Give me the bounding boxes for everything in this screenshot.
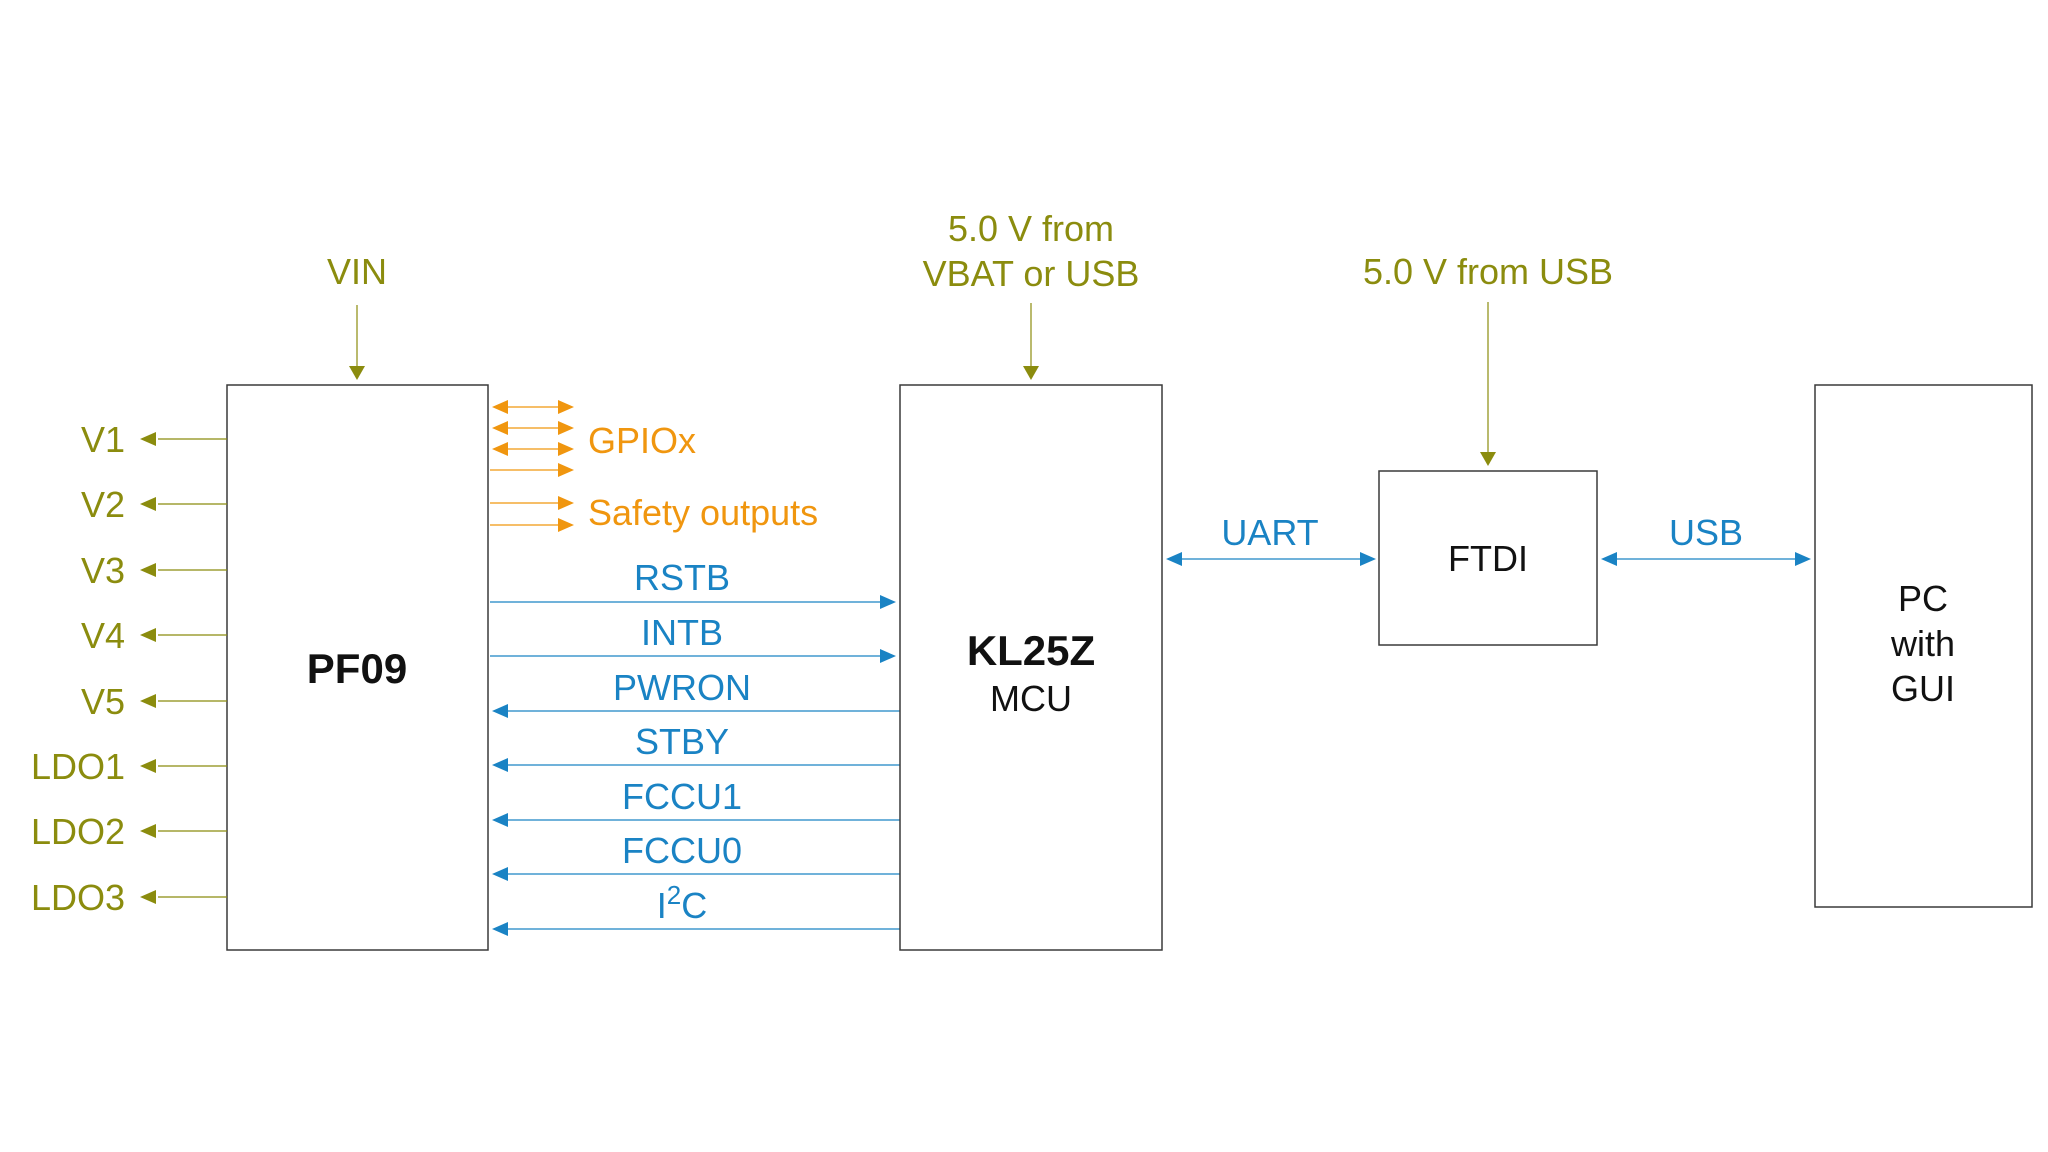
ftdi-label: FTDI	[1448, 538, 1528, 579]
output-label: V5	[81, 681, 125, 722]
pf09-block	[226, 384, 489, 951]
safety-outputs-label: Safety outputs	[588, 492, 818, 533]
output-label: LDO2	[31, 811, 125, 852]
signal-arrowhead-intb	[880, 649, 896, 663]
ftdi-block	[1378, 470, 1598, 646]
output-label: V4	[81, 615, 125, 656]
signal-arrowhead-fccu0	[492, 867, 508, 881]
output-label: LDO3	[31, 877, 125, 918]
gpio-arrows	[490, 400, 574, 477]
signal-arrowhead-fccu1	[492, 813, 508, 827]
usb-label: USB	[1669, 512, 1743, 553]
pf09-output-ldo3: LDO3	[31, 877, 227, 918]
pf09-output-v5: V5	[81, 681, 227, 722]
vin-arrowhead	[349, 366, 365, 380]
mcu-supply-arrowhead	[1023, 366, 1039, 380]
pf09-output-v3: V3	[81, 550, 227, 591]
signal-arrowhead-pwron	[492, 704, 508, 718]
ftdi-supply-arrowhead	[1480, 452, 1496, 466]
pf09-output-ldo2: LDO2	[31, 811, 227, 852]
signal-arrowhead-stby	[492, 758, 508, 772]
output-label: V1	[81, 419, 125, 460]
pc-label-line3: GUI	[1891, 668, 1955, 709]
kl25z-block	[899, 384, 1163, 951]
usb-arrowhead-left	[1601, 552, 1617, 566]
pf09-output-v2: V2	[81, 484, 227, 525]
mcu-sublabel: MCU	[990, 678, 1072, 719]
signal-label-fccu0: FCCU0	[622, 830, 742, 871]
usb-arrowhead-right	[1795, 552, 1811, 566]
uart-label: UART	[1221, 512, 1318, 553]
output-label: V3	[81, 550, 125, 591]
signal-arrowhead-i2c	[492, 922, 508, 936]
signal-label-stby: STBY	[635, 721, 729, 762]
pf09-label: PF09	[307, 645, 407, 692]
mcu-supply-line2: VBAT or USB	[923, 253, 1140, 294]
output-label: V2	[81, 484, 125, 525]
pc-label-line2: with	[1890, 623, 1955, 664]
safety-output-arrows	[490, 496, 574, 532]
vin-label: VIN	[327, 251, 387, 292]
mcu-supply-line1: 5.0 V from	[948, 208, 1114, 249]
signal-label-fccu1: FCCU1	[622, 776, 742, 817]
signal-label-rstb: RSTB	[634, 557, 730, 598]
pc-label-line1: PC	[1898, 578, 1948, 619]
signal-label-intb: INTB	[641, 612, 723, 653]
pf09-output-v4: V4	[81, 615, 227, 656]
uart-arrowhead-left	[1166, 552, 1182, 566]
gpio-label: GPIOx	[588, 420, 696, 461]
signal-label-i2c: I2C	[657, 880, 707, 926]
signal-arrowhead-rstb	[880, 595, 896, 609]
signal-label-pwron: PWRON	[613, 667, 751, 708]
kl25z-label: KL25Z	[967, 627, 1095, 674]
uart-arrowhead-right	[1360, 552, 1376, 566]
ftdi-supply-label: 5.0 V from USB	[1363, 251, 1613, 292]
pf09-output-ldo1: LDO1	[31, 746, 227, 787]
pc-block	[1814, 384, 2033, 908]
pf09-output-v1: V1	[81, 419, 227, 460]
output-label: LDO1	[31, 746, 125, 787]
